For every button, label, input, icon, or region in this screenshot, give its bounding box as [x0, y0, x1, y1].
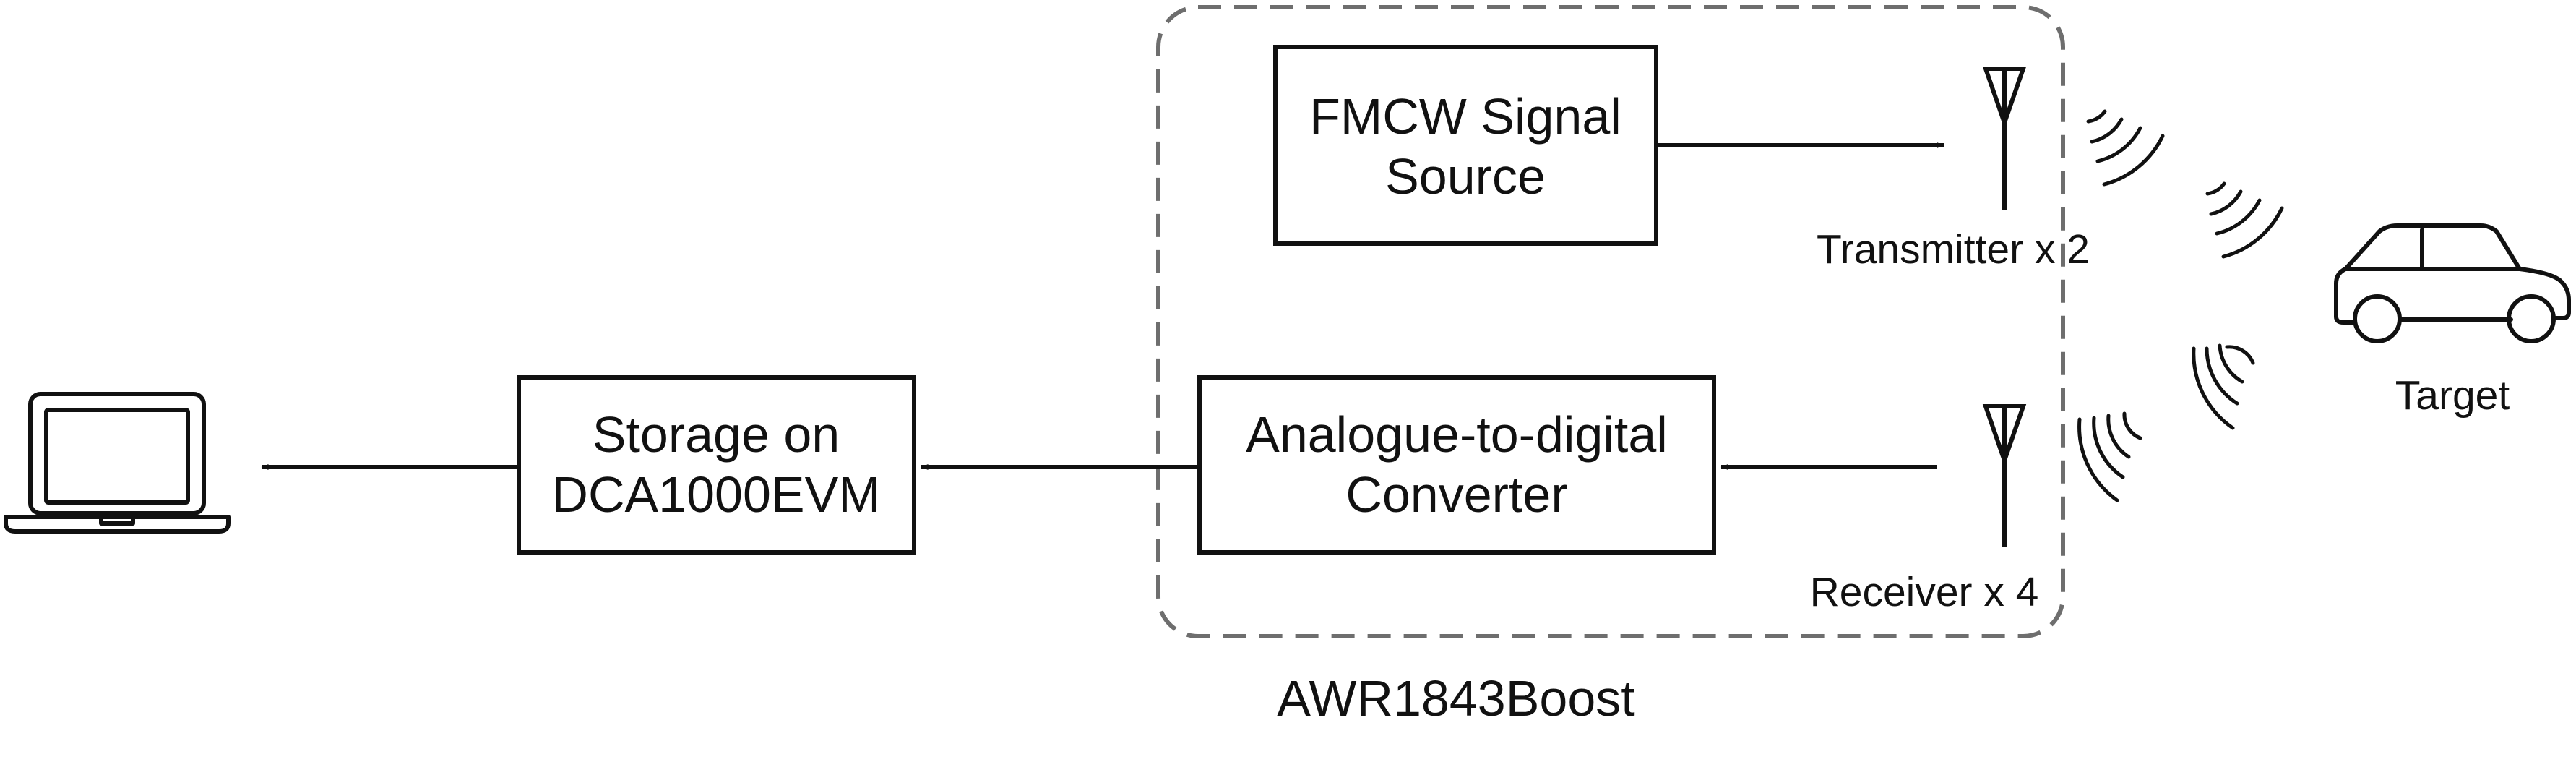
- adc-line-1: Analogue-to-digital: [1246, 406, 1668, 463]
- storage-node: Storage on DCA1000EVM: [517, 375, 916, 555]
- awr1843boost-label: AWR1843Boost: [1277, 670, 1634, 727]
- car-icon: [2334, 223, 2571, 343]
- laptop-icon: [4, 392, 231, 534]
- travelling-wave-icon: [2205, 181, 2284, 259]
- fmcw-signal-source-line-2: Source: [1385, 148, 1546, 205]
- storage-line-1: Storage on: [593, 406, 840, 463]
- receiver-label: Receiver x 4: [1810, 569, 2039, 615]
- adc-node: Analogue-to-digital Converter: [1197, 375, 1716, 555]
- awr1843boost-group-border: [1156, 5, 2065, 638]
- returning-wave-icon: [2192, 343, 2255, 430]
- target-label: Target: [2395, 372, 2510, 419]
- storage-line-2: DCA1000EVM: [551, 466, 880, 523]
- fmcw-signal-source-node: FMCW Signal Source: [1273, 45, 1658, 246]
- transmitter-label: Transmitter x 2: [1817, 226, 2090, 273]
- arriving-wave-icon: [2077, 411, 2142, 502]
- receive-antenna-icon: [1982, 404, 2027, 547]
- transmit-antenna-icon: [1982, 67, 2027, 210]
- fmcw-signal-source-line-1: FMCW Signal: [1309, 88, 1621, 145]
- adc-line-2: Converter: [1345, 466, 1567, 523]
- outgoing-wave-icon: [2086, 109, 2165, 187]
